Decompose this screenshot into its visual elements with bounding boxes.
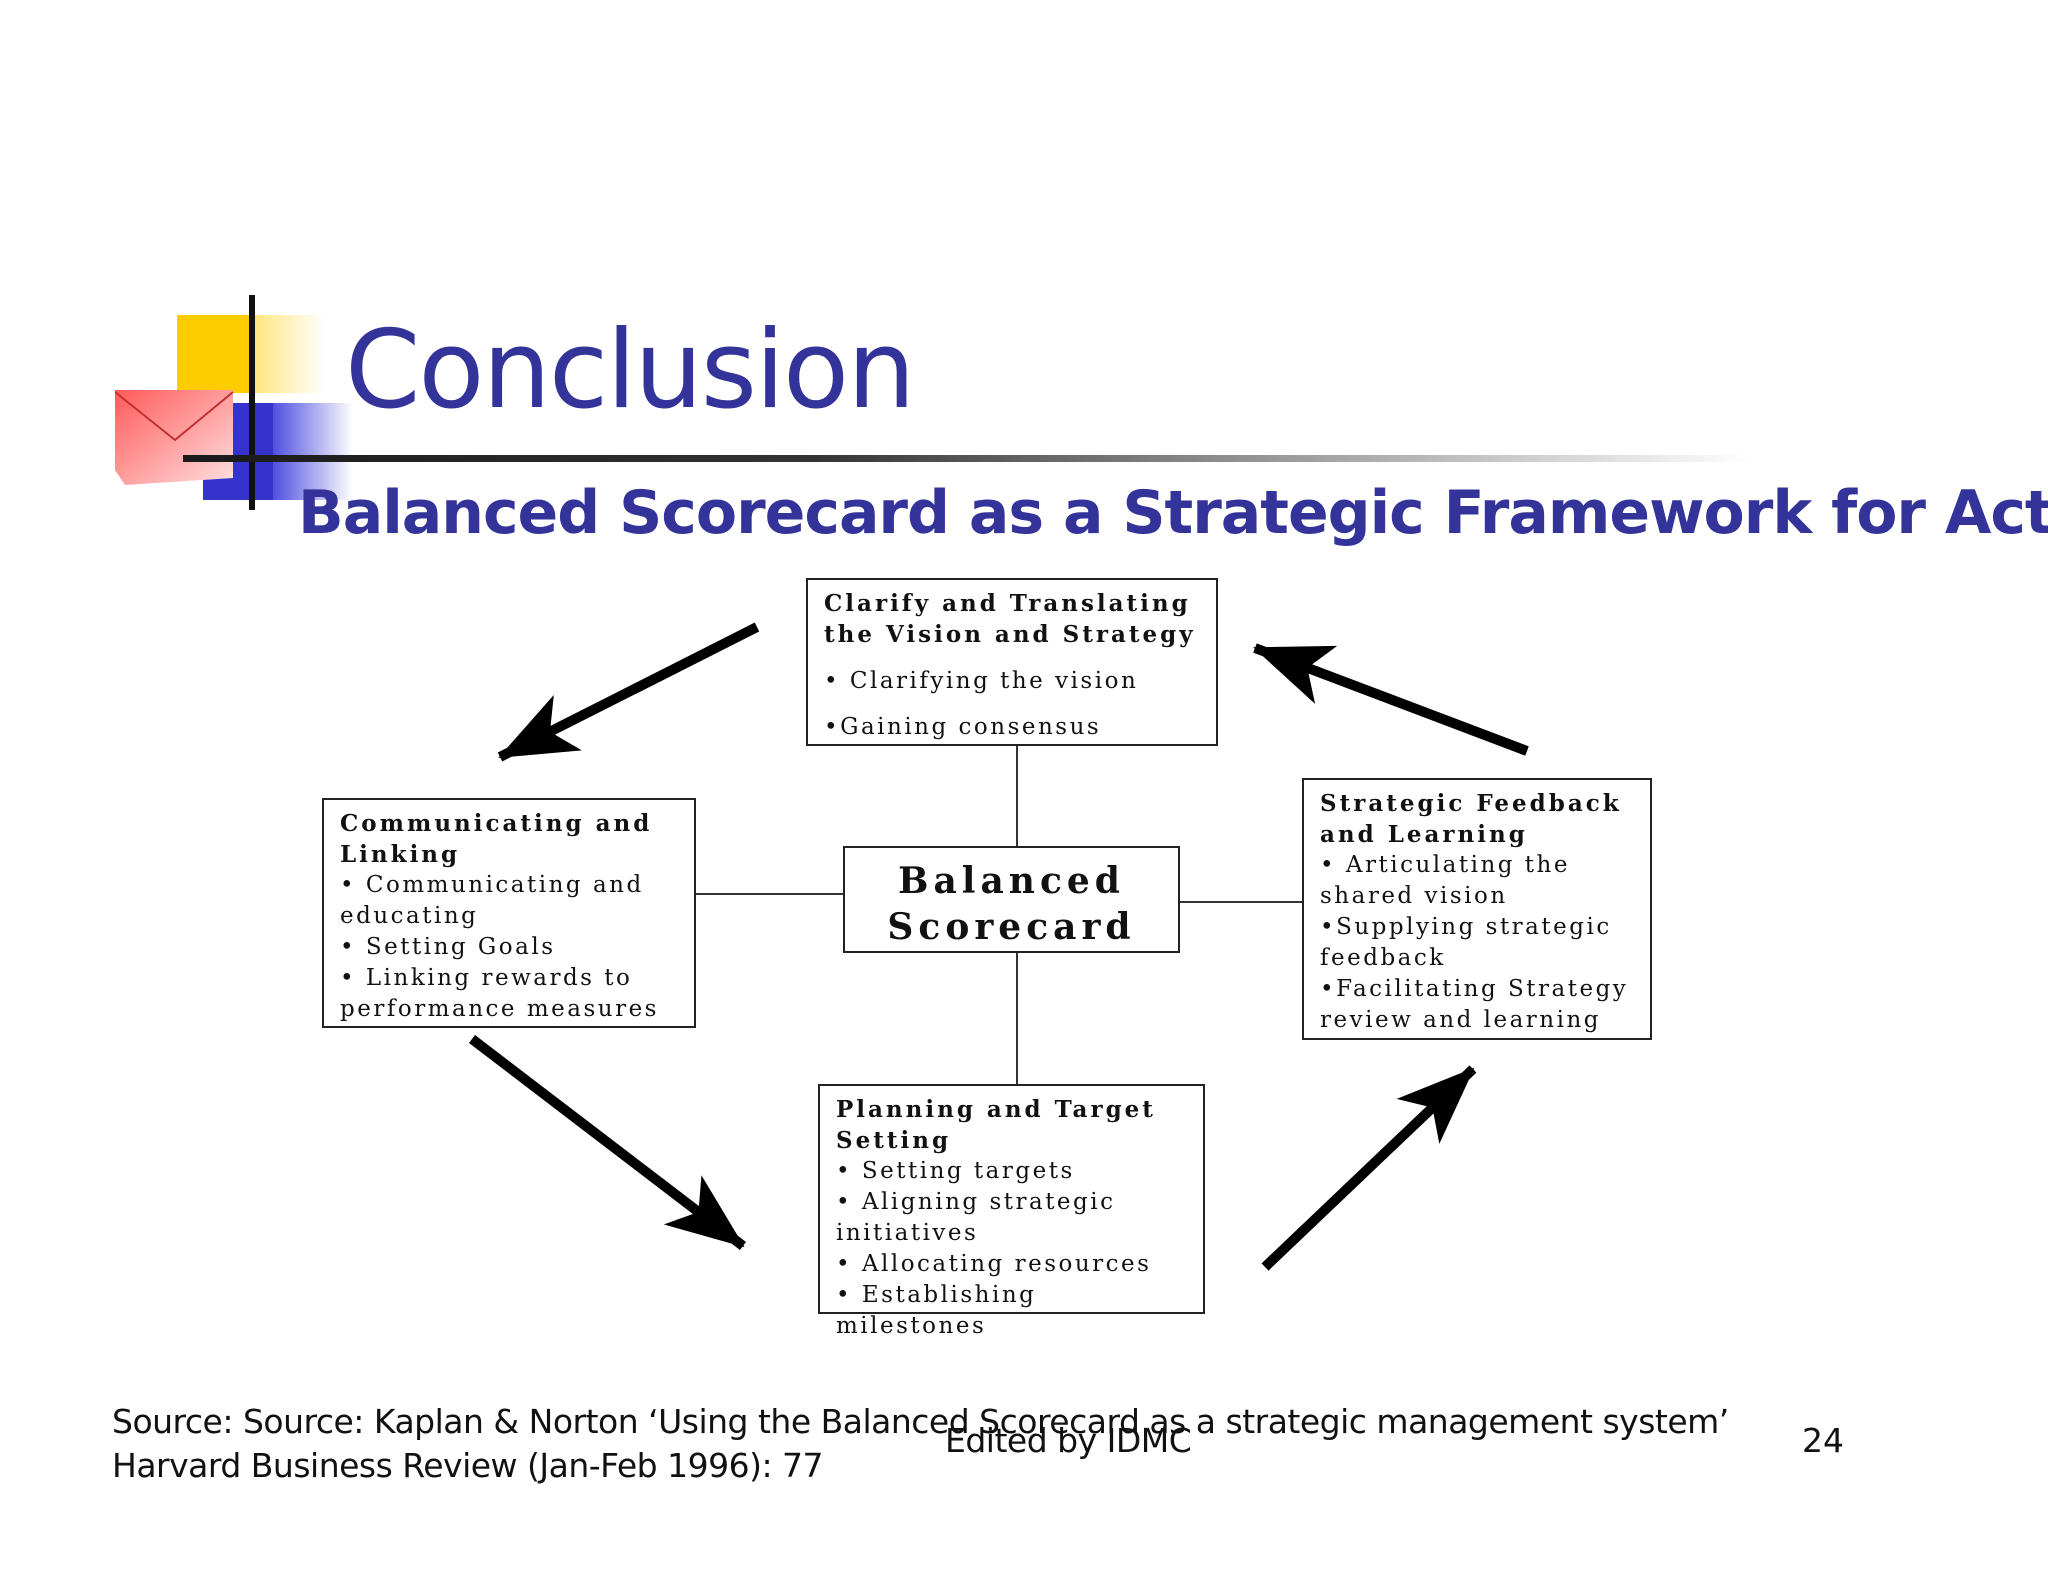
box-item: feedback bbox=[1320, 945, 1446, 971]
box-balanced-scorecard: Balanced Scorecard bbox=[843, 846, 1180, 953]
center-label: Scorecard bbox=[887, 906, 1136, 948]
box-heading: Setting bbox=[836, 1127, 952, 1154]
box-heading: and Learning bbox=[1320, 821, 1528, 848]
box-item: • Clarifying the vision bbox=[824, 668, 1139, 694]
box-item: shared vision bbox=[1320, 883, 1508, 909]
page-number: 24 bbox=[1802, 1421, 1844, 1460]
box-item: • Articulating the bbox=[1320, 852, 1570, 878]
box-heading: Communicating and bbox=[340, 810, 653, 837]
box-planning-target: Planning and Target Setting • Setting ta… bbox=[818, 1084, 1205, 1339]
arrow-top-to-left bbox=[497, 622, 760, 762]
arrow-left-to-bottom bbox=[468, 1035, 747, 1250]
box-item: •Supplying strategic bbox=[1320, 914, 1612, 940]
box-item: performance measures bbox=[340, 996, 659, 1022]
box-item: • Allocating resources bbox=[836, 1251, 1152, 1277]
source-line: Harvard Business Review (Jan-Feb 1996): … bbox=[112, 1446, 824, 1485]
yellow-fade bbox=[255, 315, 325, 393]
box-item: •Facilitating Strategy bbox=[1320, 976, 1629, 1002]
slide-title: Conclusion bbox=[345, 308, 916, 433]
yellow-square bbox=[177, 315, 255, 393]
box-heading: Clarify and Translating bbox=[824, 590, 1191, 617]
box-item: initiatives bbox=[836, 1220, 979, 1246]
box-item: •Gaining consensus bbox=[824, 714, 1102, 740]
box-heading: Linking bbox=[340, 841, 461, 868]
box-item: • Linking rewards to bbox=[340, 965, 633, 991]
box-strategic-feedback: Strategic Feedback and Learning • Articu… bbox=[1302, 778, 1652, 1040]
box-communicating-linking: Communicating and Linking • Communicatin… bbox=[322, 798, 696, 1028]
box-item: • Communicating and bbox=[340, 872, 644, 898]
box-item: • Setting targets bbox=[836, 1158, 1075, 1184]
box-heading: Planning and Target bbox=[836, 1096, 1156, 1123]
center-label: Balanced bbox=[898, 860, 1125, 902]
logo-vertical-line bbox=[249, 295, 255, 510]
footer-credit: Edited by IDMC bbox=[945, 1421, 1192, 1460]
title-underline bbox=[183, 455, 1753, 462]
source-citation: Source: Source: Kaplan & Norton ‘Using t… bbox=[112, 1400, 1729, 1488]
blue-fade bbox=[273, 403, 353, 500]
source-line: Source: Source: Kaplan & Norton ‘Using t… bbox=[112, 1402, 1729, 1441]
arrow-right-to-top bbox=[1253, 643, 1529, 756]
box-item: educating bbox=[340, 903, 479, 929]
box-item: • Establishing milestones bbox=[836, 1282, 1037, 1339]
arrow-bottom-to-right bbox=[1261, 1065, 1477, 1271]
slide-subtitle: Balanced Scorecard as a Strategic Framew… bbox=[298, 478, 2048, 548]
box-clarify-translate: Clarify and Translating the Vision and S… bbox=[806, 578, 1218, 746]
box-heading: the Vision and Strategy bbox=[824, 621, 1196, 648]
box-item: • Setting Goals bbox=[340, 934, 556, 960]
box-heading: Strategic Feedback bbox=[1320, 790, 1622, 817]
box-item: review and learning bbox=[1320, 1007, 1602, 1033]
box-item: • Aligning strategic bbox=[836, 1189, 1116, 1215]
